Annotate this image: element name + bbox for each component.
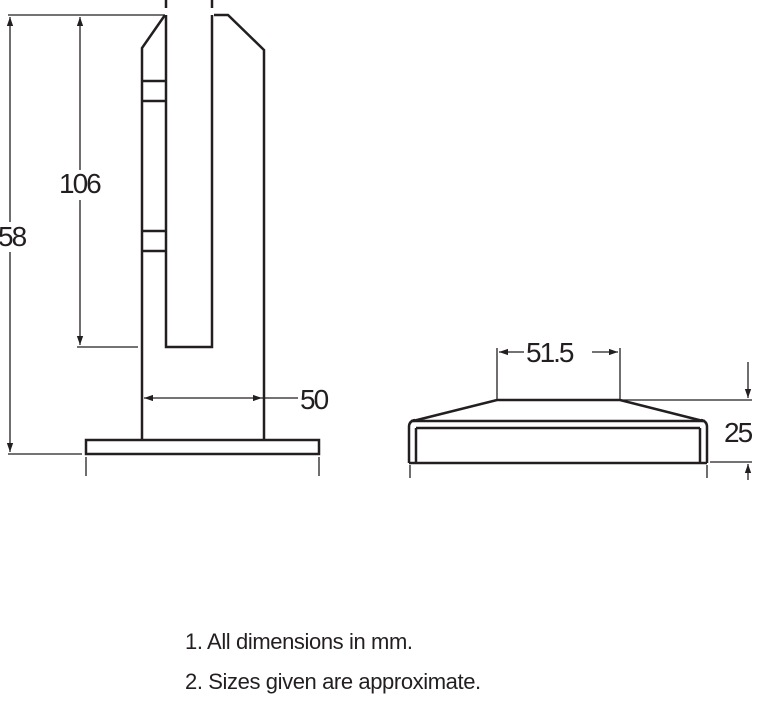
dimension-slot-depth: 106 — [58, 17, 138, 348]
dim-label-58: 58 — [0, 221, 27, 252]
dimension-post-width: 50 — [144, 384, 331, 415]
dim-label-106: 106 — [59, 168, 101, 199]
dimension-cap-height: 25 — [620, 362, 755, 480]
gasket-bands — [142, 79, 165, 253]
dim-label-50: 50 — [300, 384, 329, 415]
notes: 1. All dimensions in mm. 2. Sizes given … — [185, 622, 481, 702]
note-1: 1. All dimensions in mm. — [185, 629, 413, 654]
dim-label-25: 25 — [724, 417, 753, 448]
note-2: 2. Sizes given are approximate. — [185, 669, 481, 694]
dimension-overall-height: 58 — [0, 14, 165, 455]
post-right-outline — [214, 13, 266, 440]
dim-label-51-5: 51.5 — [526, 337, 574, 368]
cap-ticks — [409, 465, 708, 478]
side-view-post — [84, 0, 321, 476]
cap-body — [407, 418, 709, 465]
glass-center-ticks — [164, 0, 214, 8]
cap-rim-lines — [411, 419, 705, 430]
cap-top-profile — [412, 398, 704, 423]
glass-slot — [164, 15, 214, 349]
dimension-cap-top-width: 51.5 — [496, 336, 621, 400]
cover-cap-view — [407, 398, 709, 478]
post-left-outline — [140, 14, 167, 440]
base-plate-ticks — [85, 457, 320, 476]
base-plate — [84, 438, 321, 456]
